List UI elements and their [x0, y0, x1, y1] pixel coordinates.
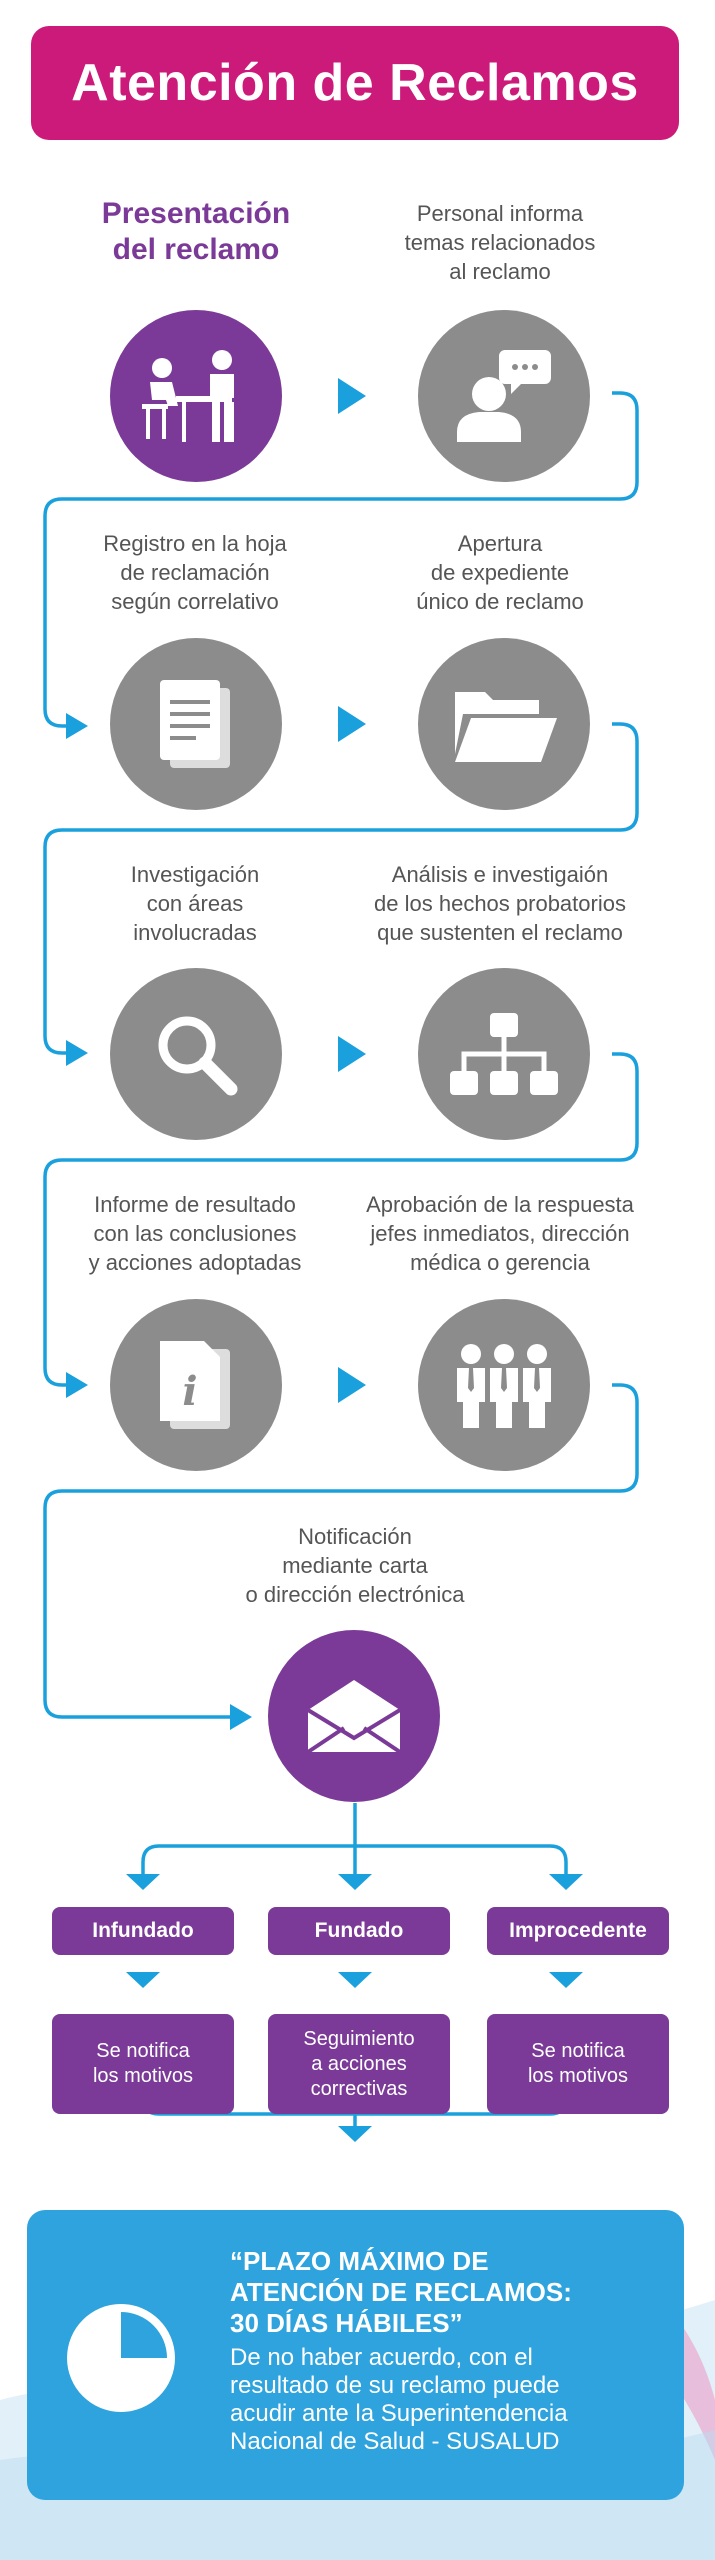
- step-7-circle: i: [110, 1299, 282, 1471]
- down-arrow: [338, 1972, 372, 1988]
- step-1-circle: [110, 310, 282, 482]
- meeting-people-icon: [142, 350, 234, 442]
- deadline-body: De no haber acuerdo, con el resultado de…: [230, 2344, 568, 2455]
- result-improcedente: Se notifica los motivos: [487, 2014, 669, 2114]
- step-5-circle: [110, 968, 282, 1140]
- folder-icon: [455, 692, 557, 762]
- page-title-banner: Atención de Reclamos: [31, 26, 679, 140]
- outcome-improcedente: Improcedente: [487, 1907, 669, 1955]
- step-2-circle: [418, 310, 590, 482]
- step-5-label: Investigación con áreas involucradas: [130, 862, 260, 945]
- step-8-circle: [418, 1299, 590, 1471]
- outcome-infundado: Infundado: [52, 1907, 234, 1955]
- hierarchy-icon: [450, 1013, 558, 1095]
- step-9-circle: [268, 1630, 440, 1802]
- step-3-label: Registro en la hoja de reclamación según…: [103, 531, 287, 614]
- step-3-circle: [110, 638, 282, 810]
- flow-arrow: [338, 1036, 366, 1072]
- clock-pie-icon: [67, 2304, 175, 2412]
- flow-arrow: [338, 1367, 366, 1403]
- step-4-circle: [418, 638, 590, 810]
- info-document-icon: i: [160, 1341, 230, 1429]
- step-6-circle: [418, 968, 590, 1140]
- document-icon: [160, 680, 230, 768]
- down-arrow: [126, 1972, 160, 1988]
- deadline-notice: “PLAZO MÁXIMO DE ATENCIÓN DE RECLAMOS: 3…: [27, 2210, 684, 2500]
- step-6-label: Análisis e investigaión de los hechos pr…: [374, 862, 626, 945]
- deadline-headline: “PLAZO MÁXIMO DE ATENCIÓN DE RECLAMOS: 3…: [230, 2246, 572, 2338]
- page-title: Atención de Reclamos: [71, 54, 639, 112]
- svg-text:i: i: [182, 1368, 197, 1415]
- envelope-icon: [306, 1680, 402, 1754]
- magnifier-icon: [158, 1016, 238, 1096]
- step-9-label: Notificación mediante carta o dirección …: [245, 1524, 465, 1607]
- step-7-label: Informe de resultado con las conclusione…: [88, 1192, 302, 1275]
- result-fundado: Seguimiento a acciones correctivas: [268, 2014, 450, 2114]
- step-4-label: Apertura de expediente único de reclamo: [416, 531, 584, 614]
- outcome-fundado: Fundado: [268, 1907, 450, 1955]
- speech-person-icon: [457, 350, 551, 442]
- flow-arrow: [338, 378, 366, 414]
- step-1-label: Presentación del reclamo: [101, 197, 291, 266]
- result-infundado: Se notifica los motivos: [52, 2014, 234, 2114]
- step-2-label: Personal informa temas relacionados al r…: [404, 201, 596, 284]
- down-arrow: [549, 1972, 583, 1988]
- flow-arrow: [338, 706, 366, 742]
- team-icon: [457, 1344, 551, 1428]
- step-8-label: Aprobación de la respuesta jefes inmedia…: [366, 1192, 634, 1275]
